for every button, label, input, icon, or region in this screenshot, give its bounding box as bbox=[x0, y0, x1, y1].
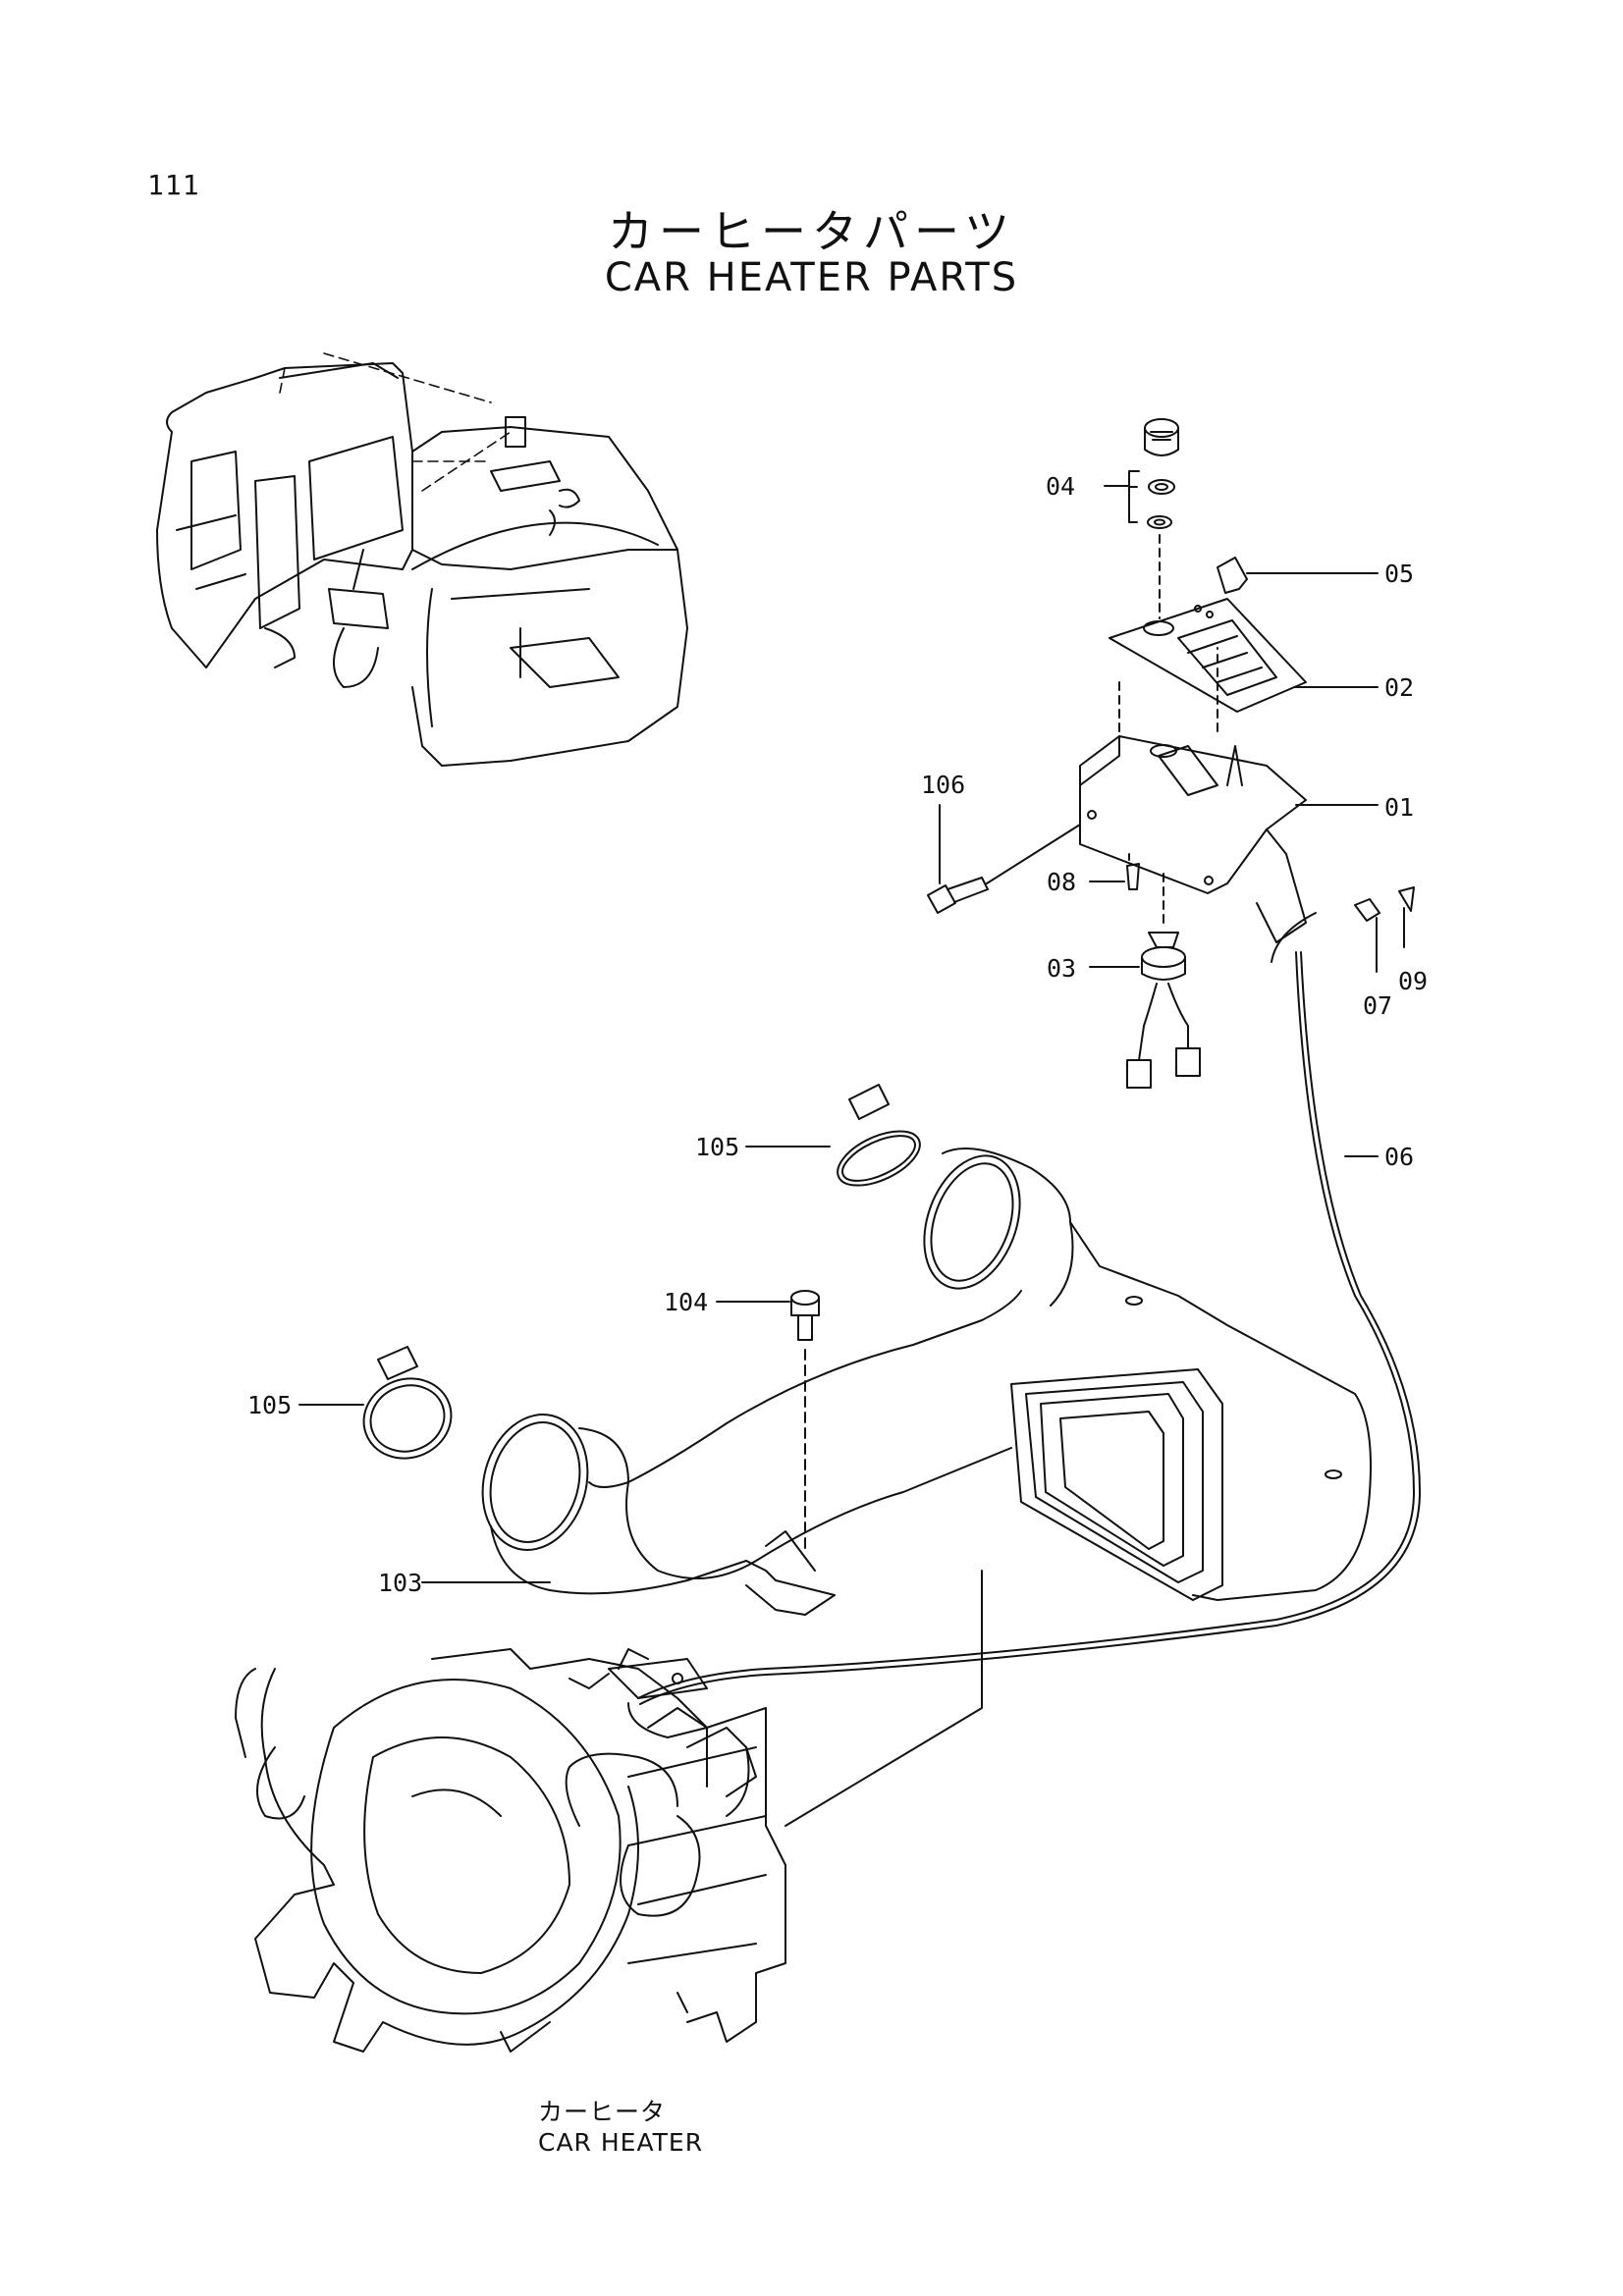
bolt-106 bbox=[927, 877, 989, 914]
callout-02: 02 bbox=[1384, 673, 1415, 702]
page-title-japanese: カーヒータパーツ bbox=[607, 205, 1016, 258]
callout-04: 04 bbox=[1046, 472, 1076, 501]
panel-plate bbox=[1109, 598, 1307, 713]
screw-08 bbox=[1126, 863, 1140, 890]
callout-09: 09 bbox=[1398, 967, 1429, 995]
callout-106: 106 bbox=[921, 771, 966, 799]
callout-01: 01 bbox=[1384, 793, 1415, 822]
car-heater-unit bbox=[235, 1648, 786, 2053]
callout-105-lower: 105 bbox=[247, 1391, 293, 1419]
caption-japanese: カーヒータ bbox=[538, 2098, 667, 2126]
page-title-english: CAR HEATER PARTS bbox=[604, 255, 1019, 300]
callout-08: 08 bbox=[1047, 868, 1077, 896]
knob-assembly bbox=[1144, 418, 1179, 529]
callout-104: 104 bbox=[664, 1288, 709, 1316]
callout-05: 05 bbox=[1384, 560, 1415, 588]
caption-english: CAR HEATER bbox=[538, 2128, 704, 2157]
duct-103 bbox=[481, 1148, 1372, 1616]
hose-clamp-upper bbox=[837, 1084, 921, 1187]
callout-105-upper: 105 bbox=[695, 1133, 740, 1161]
clip-07 bbox=[1354, 898, 1380, 922]
switch-03 bbox=[1126, 932, 1201, 1089]
page-number: 111 bbox=[147, 169, 200, 201]
bolt-104 bbox=[790, 1290, 820, 1341]
hose-clamp-lower bbox=[362, 1346, 453, 1460]
lever-cap bbox=[1217, 557, 1248, 594]
callout-103: 103 bbox=[378, 1569, 423, 1597]
excavator-illustration bbox=[156, 362, 688, 767]
callout-03: 03 bbox=[1047, 954, 1077, 983]
callout-06: 06 bbox=[1384, 1143, 1415, 1171]
control-cable-06 bbox=[637, 951, 1415, 1699]
callout-07: 07 bbox=[1363, 991, 1393, 1020]
screw-09 bbox=[1398, 886, 1415, 912]
bracket bbox=[1079, 735, 1307, 943]
